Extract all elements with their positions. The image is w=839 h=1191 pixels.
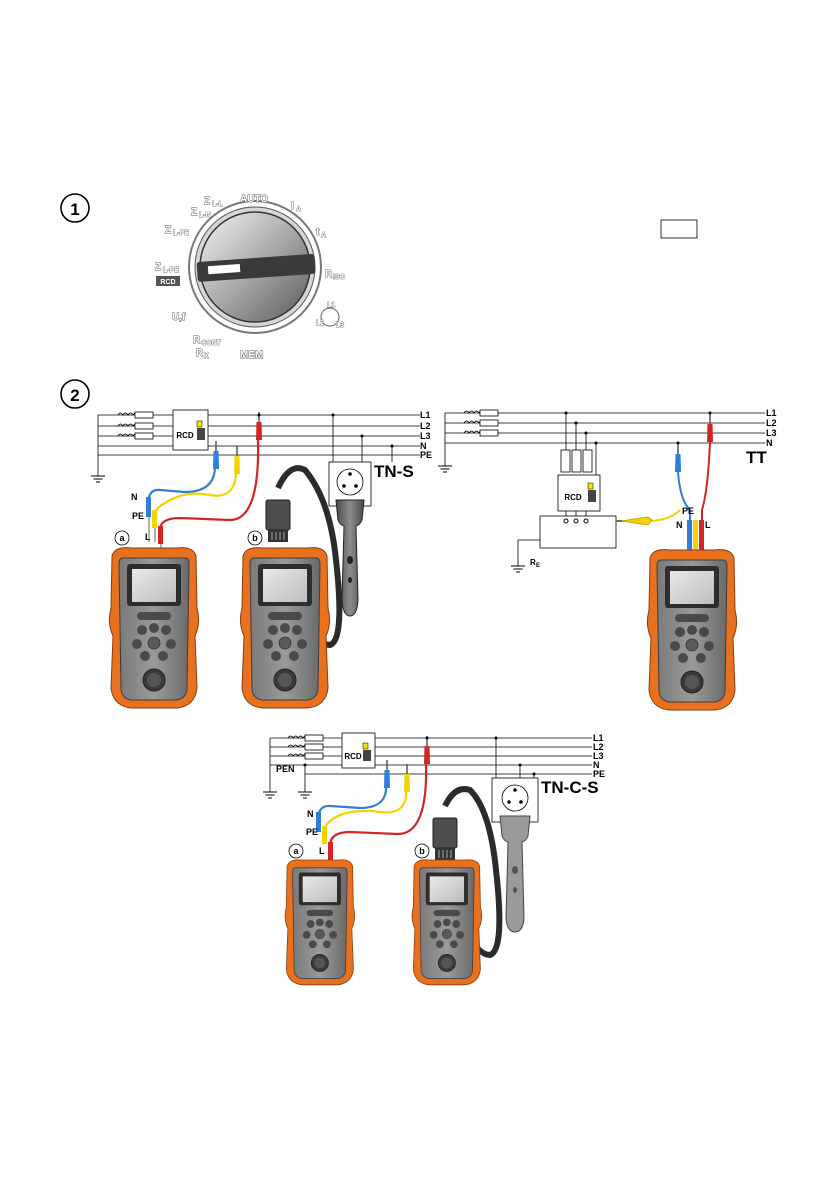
svg-text:L-PE: L-PE — [163, 267, 179, 274]
dial-label-ia: I A — [291, 201, 301, 213]
tns-system-label: TN-S — [374, 462, 414, 481]
tt-earth-resistance: R E — [530, 558, 540, 569]
step-1: 1 AUTO MEM Z L-L Z L-N Z L-PE Z L-PE — [61, 194, 697, 361]
tt-probe-n: N — [676, 520, 683, 530]
tt-wire-l2: L2 — [766, 418, 777, 428]
tns-probe-pe: PE — [132, 510, 157, 528]
tns-wire-l1: L1 — [420, 410, 431, 420]
tncs-socket — [492, 737, 538, 823]
svg-text:RCD: RCD — [564, 493, 582, 502]
tns-meter-a — [109, 548, 198, 708]
dial-label-phase-sequence: L1 L2 L3 — [316, 302, 344, 329]
function-button-frame — [661, 220, 697, 238]
tncs-probe-l: L — [319, 842, 333, 860]
tns-wire-l2: L2 — [420, 421, 431, 431]
tt-rcd: RCD — [558, 475, 600, 511]
tt-meter — [647, 550, 736, 710]
svg-text:RCD: RCD — [176, 431, 194, 440]
dial-label-zln: Z L-N — [191, 207, 211, 219]
tt-probe-l: L — [705, 520, 711, 530]
svg-text:L-N: L-N — [199, 212, 211, 219]
tncs-meter-b — [412, 860, 482, 985]
svg-text:L1: L1 — [327, 302, 335, 309]
svg-text:L2: L2 — [316, 320, 324, 327]
tns-rcd: RCD — [173, 410, 208, 450]
tncs-wire-pen: PEN — [276, 764, 295, 774]
step-1-number: 1 — [70, 200, 79, 219]
svg-text:RCD: RCD — [344, 752, 362, 761]
dial-label-zlpe: Z L-PE — [165, 225, 189, 237]
svg-text:L: L — [145, 532, 151, 542]
svg-text:PE: PE — [306, 827, 318, 837]
svg-text:L: L — [319, 846, 325, 856]
svg-text:R: R — [325, 269, 333, 280]
svg-text:N: N — [307, 809, 314, 819]
tns-probe-l: L — [145, 526, 163, 544]
dial-label-mem: MEM — [240, 350, 263, 361]
svg-text:PE: PE — [132, 511, 144, 521]
tt-wire-l3: L3 — [766, 428, 777, 438]
dial-label-riso: R ISO — [325, 269, 346, 281]
svg-text:I: I — [291, 201, 294, 212]
tncs-diagram: PEN RCD L1 L2 L3 N PE TN-C-S — [263, 733, 605, 985]
svg-text:Z: Z — [155, 262, 161, 273]
svg-text:A: A — [296, 206, 301, 213]
svg-text:L-PE: L-PE — [173, 230, 189, 237]
tt-load — [540, 516, 616, 548]
step-2: 2 — [61, 380, 89, 408]
dial-label-ta: t A — [316, 227, 326, 239]
svg-text:R: R — [196, 348, 204, 359]
svg-text:N: N — [131, 492, 138, 502]
tt-wire-l1: L1 — [766, 408, 777, 418]
svg-text:L3: L3 — [336, 322, 344, 329]
svg-text:R: R — [193, 335, 201, 346]
svg-text:X: X — [204, 353, 209, 360]
tns-wire-pe: PE — [420, 450, 432, 460]
dial-label-rx: R X — [196, 348, 209, 360]
tns-diagram: RCD L1 L2 L3 N PE TN-S — [91, 410, 432, 708]
step-2-number: 2 — [70, 386, 79, 405]
tns-meter-b — [240, 548, 329, 708]
svg-text:A: A — [321, 232, 326, 239]
svg-text:RCD: RCD — [160, 279, 175, 286]
dial-label-zll: Z L-L — [204, 196, 224, 208]
tncs-probe-pe: PE — [306, 826, 327, 844]
tt-diagram: L1 L2 L3 N TT RCD — [438, 408, 777, 710]
tncs-meter-a — [285, 860, 355, 985]
svg-text:E: E — [536, 563, 540, 569]
tncs-rcd: RCD — [342, 733, 375, 768]
tns-wire-l3: L3 — [420, 431, 431, 441]
rotary-switch[interactable] — [189, 201, 321, 333]
dial-label-rcont: R CONT — [193, 335, 222, 347]
svg-text:CONT: CONT — [201, 340, 222, 347]
svg-text:ISO: ISO — [333, 274, 346, 281]
dial-label-zlpe-rcd: Z L-PE RCD — [155, 262, 180, 286]
dial-label-uf: U,f — [172, 312, 186, 323]
svg-text:L-L: L-L — [212, 201, 224, 208]
svg-text:Z: Z — [165, 225, 171, 236]
tns-variant-b: b — [252, 533, 258, 543]
tt-probe-pe: PE — [682, 506, 694, 516]
svg-text:Z: Z — [204, 196, 210, 207]
dial-label-auto: AUTO — [240, 194, 268, 205]
tt-wire-n: N — [766, 438, 773, 448]
tncs-system-label: TN-C-S — [541, 778, 599, 797]
tt-system-label: TT — [746, 448, 767, 467]
tncs-variant-b: b — [419, 846, 425, 856]
tncs-socket-adapter — [500, 816, 530, 932]
svg-text:Z: Z — [191, 207, 197, 218]
svg-text:t: t — [316, 227, 320, 238]
tns-socket — [329, 414, 394, 507]
